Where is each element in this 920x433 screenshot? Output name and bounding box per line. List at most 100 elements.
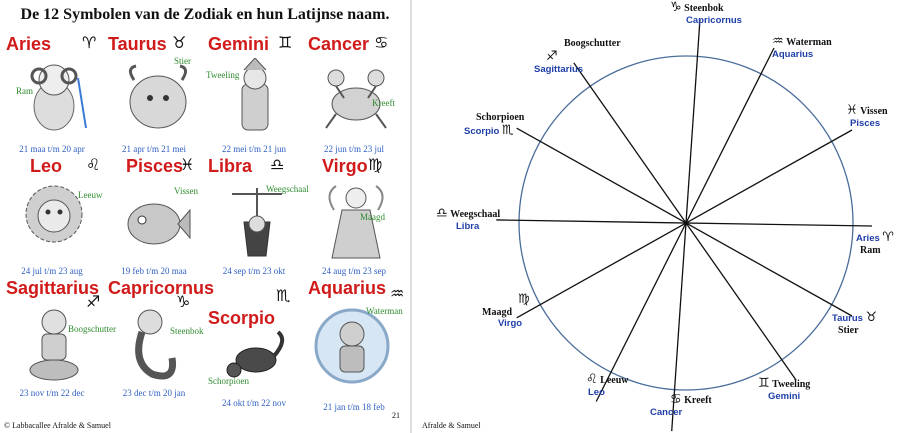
copyright-footer: © Labbacallee Afralde & Samuel — [4, 421, 111, 430]
fish-illustration — [127, 203, 191, 245]
latin-name: Cancer — [650, 407, 683, 418]
sign-latin-name: Pisces — [126, 156, 184, 176]
label-scorpio: Schorpioen Scorpio ♏ — [464, 112, 524, 138]
spoke-aries-libra — [496, 219, 873, 227]
leo-symbol-icon: ♌ — [586, 372, 598, 387]
label-capricornus: ♑ Steenbok Capricornus — [670, 0, 742, 26]
aries-symbol-icon: ♈ — [882, 230, 894, 245]
label-virgo: ♍ Maagd Virgo — [482, 292, 530, 329]
sign-dutch-name: Schorpioen — [208, 376, 249, 386]
sign-dutch-name: Boogschutter — [68, 324, 116, 334]
wheel-footer: Afralde & Samuel — [422, 421, 481, 430]
latin-name: Libra — [456, 221, 480, 232]
taurus-symbol-icon: ♉ — [865, 310, 878, 325]
sign-card-sagittarius: Sagittarius ♐ Boogschutter 23 nov t/m 22… — [2, 278, 116, 408]
sign-latin-name: Taurus — [108, 34, 167, 54]
dutch-name: Ram — [860, 245, 881, 256]
latin-name: Sagittarius — [534, 64, 584, 75]
sign-dutch-name: Ram — [16, 86, 33, 96]
sign-latin-name: Cancer — [308, 34, 370, 54]
label-cancer: ♋ Kreeft Cancer — [650, 392, 712, 418]
scales-illustration — [232, 188, 282, 257]
sign-card-capricornus: Capricornus ♑ Steenbok 23 dec t/m 20 jan — [104, 278, 214, 408]
gemini-symbol-icon: ♊ — [278, 33, 293, 52]
sign-dutch-name: Kreeft — [372, 98, 395, 108]
sign-dutch-name: Stier — [174, 56, 191, 66]
sign-dutch-name: Weegschaal — [266, 184, 309, 194]
label-aries: Aries ♈ Ram — [856, 230, 894, 256]
latin-name: Capricornus — [686, 15, 742, 26]
scorpio-symbol-icon: ♏ — [501, 123, 514, 138]
sign-dutch-name: Maagd — [360, 212, 385, 222]
twins-illustration — [241, 58, 269, 131]
sign-dates: 24 jul t/m 23 aug — [21, 266, 83, 276]
sign-dates: 21 jan t/m 18 feb — [323, 402, 385, 412]
scorpion-illustration — [226, 330, 285, 378]
taurus-symbol-icon: ♉ — [172, 33, 187, 52]
virgo-symbol-icon: ♍ — [518, 292, 530, 307]
sign-card-leo: Leo ♌ Leeuw 24 jul t/m 23 aug — [2, 155, 102, 286]
dutch-name: Stier — [838, 325, 859, 336]
spoke-pisces-virgo — [516, 129, 853, 319]
crab-illustration — [325, 69, 387, 129]
sign-dates: 24 sep t/m 23 okt — [222, 266, 286, 276]
bull-illustration — [129, 64, 187, 129]
aquarius-symbol-icon: ♒ — [772, 34, 784, 49]
dutch-name: Steenbok — [684, 3, 724, 14]
sign-latin-name: Gemini — [208, 34, 270, 54]
latin-name: Scorpio — [464, 126, 500, 137]
wheel-circle — [518, 55, 854, 391]
dutch-name: Boogschutter — [564, 38, 621, 49]
label-pisces: ♓ Vissen Pisces — [846, 103, 888, 129]
sign-dates: 23 dec t/m 20 jan — [122, 388, 186, 398]
sign-latin-name: Virgo — [322, 156, 368, 176]
dutch-name: Tweeling — [772, 379, 811, 390]
lion-illustration — [25, 185, 83, 243]
sign-card-aquarius: Aquarius ♒ Waterman 21 jan t/m 18 feb — [304, 278, 405, 412]
aquarius-symbol-icon: ♒ — [390, 284, 405, 303]
sign-dutch-name: Steenbok — [170, 326, 204, 336]
zodiac-wheel — [496, 18, 873, 432]
sign-latin-name: Aquarius — [308, 278, 387, 298]
spoke-taurus-scorpio — [516, 127, 853, 317]
pisces-symbol-icon: ♓ — [180, 155, 195, 174]
label-leo: ♌ Leeuw Leo — [586, 372, 629, 398]
sign-card-scorpio: Scorpio ♏ Schorpioen 24 okt t/m 22 nov — [204, 278, 304, 408]
sign-dutch-name: Vissen — [174, 186, 198, 196]
sign-latin-name: Sagittarius — [6, 278, 100, 298]
sign-card-virgo: Virgo ♍ Maagd 24 aug t/m 23 sep — [304, 155, 404, 286]
sign-dates: 22 mei t/m 21 jun — [222, 144, 286, 154]
sign-dates: 19 feb t/m 20 maa — [121, 266, 187, 276]
sign-card-cancer: Cancer ♋ Kreeft 22 jun t/m 23 jul — [304, 33, 404, 164]
spoke-capricornus-cancer — [671, 18, 701, 432]
wheel-spokes — [496, 18, 873, 432]
sign-latin-name: Scorpio — [208, 308, 276, 328]
spoke-gemini-sagittarius — [573, 62, 797, 381]
sign-dutch-name: Tweeling — [206, 70, 240, 80]
cancer-symbol-icon: ♋ — [374, 33, 389, 52]
libra-symbol-icon: ♎ — [270, 155, 285, 174]
latin-name: Gemini — [768, 391, 801, 402]
latin-name: Taurus — [832, 313, 863, 324]
sign-dates: 24 okt t/m 22 nov — [221, 398, 286, 408]
sign-latin-name: Libra — [208, 156, 253, 176]
sign-dates: 23 nov t/m 22 dec — [19, 388, 85, 398]
sign-latin-name: Leo — [30, 156, 63, 176]
capricornus-symbol-icon: ♑ — [670, 0, 682, 15]
sign-card-libra: Libra ♎ Weegschaal 24 sep t/m 23 okt — [204, 155, 309, 286]
ram-illustration — [30, 64, 87, 131]
water-bearer-illustration — [314, 308, 390, 384]
sign-dutch-name: Waterman — [366, 306, 403, 316]
sign-card-pisces: Pisces ♓ Vissen 19 feb t/m 20 maa — [104, 155, 204, 286]
libra-symbol-icon: ♎ — [436, 206, 448, 221]
dutch-name: Weegschaal — [450, 209, 501, 220]
zodiac-poster: De 12 Symbolen van de Zodiak en hun Lati… — [0, 0, 410, 433]
latin-name: Aries — [856, 233, 880, 244]
label-taurus: Taurus ♉ Stier — [832, 310, 877, 336]
leo-symbol-icon: ♌ — [86, 155, 101, 174]
aries-symbol-icon: ♈ — [82, 33, 97, 52]
sagittarius-symbol-icon: ♐ — [86, 292, 101, 311]
label-gemini: ♊ Tweeling Gemini — [758, 376, 810, 402]
scorpio-symbol-icon: ♏ — [276, 286, 291, 305]
sign-card-taurus: Taurus ♉ Stier 21 apr t/m 21 mei — [104, 33, 204, 164]
